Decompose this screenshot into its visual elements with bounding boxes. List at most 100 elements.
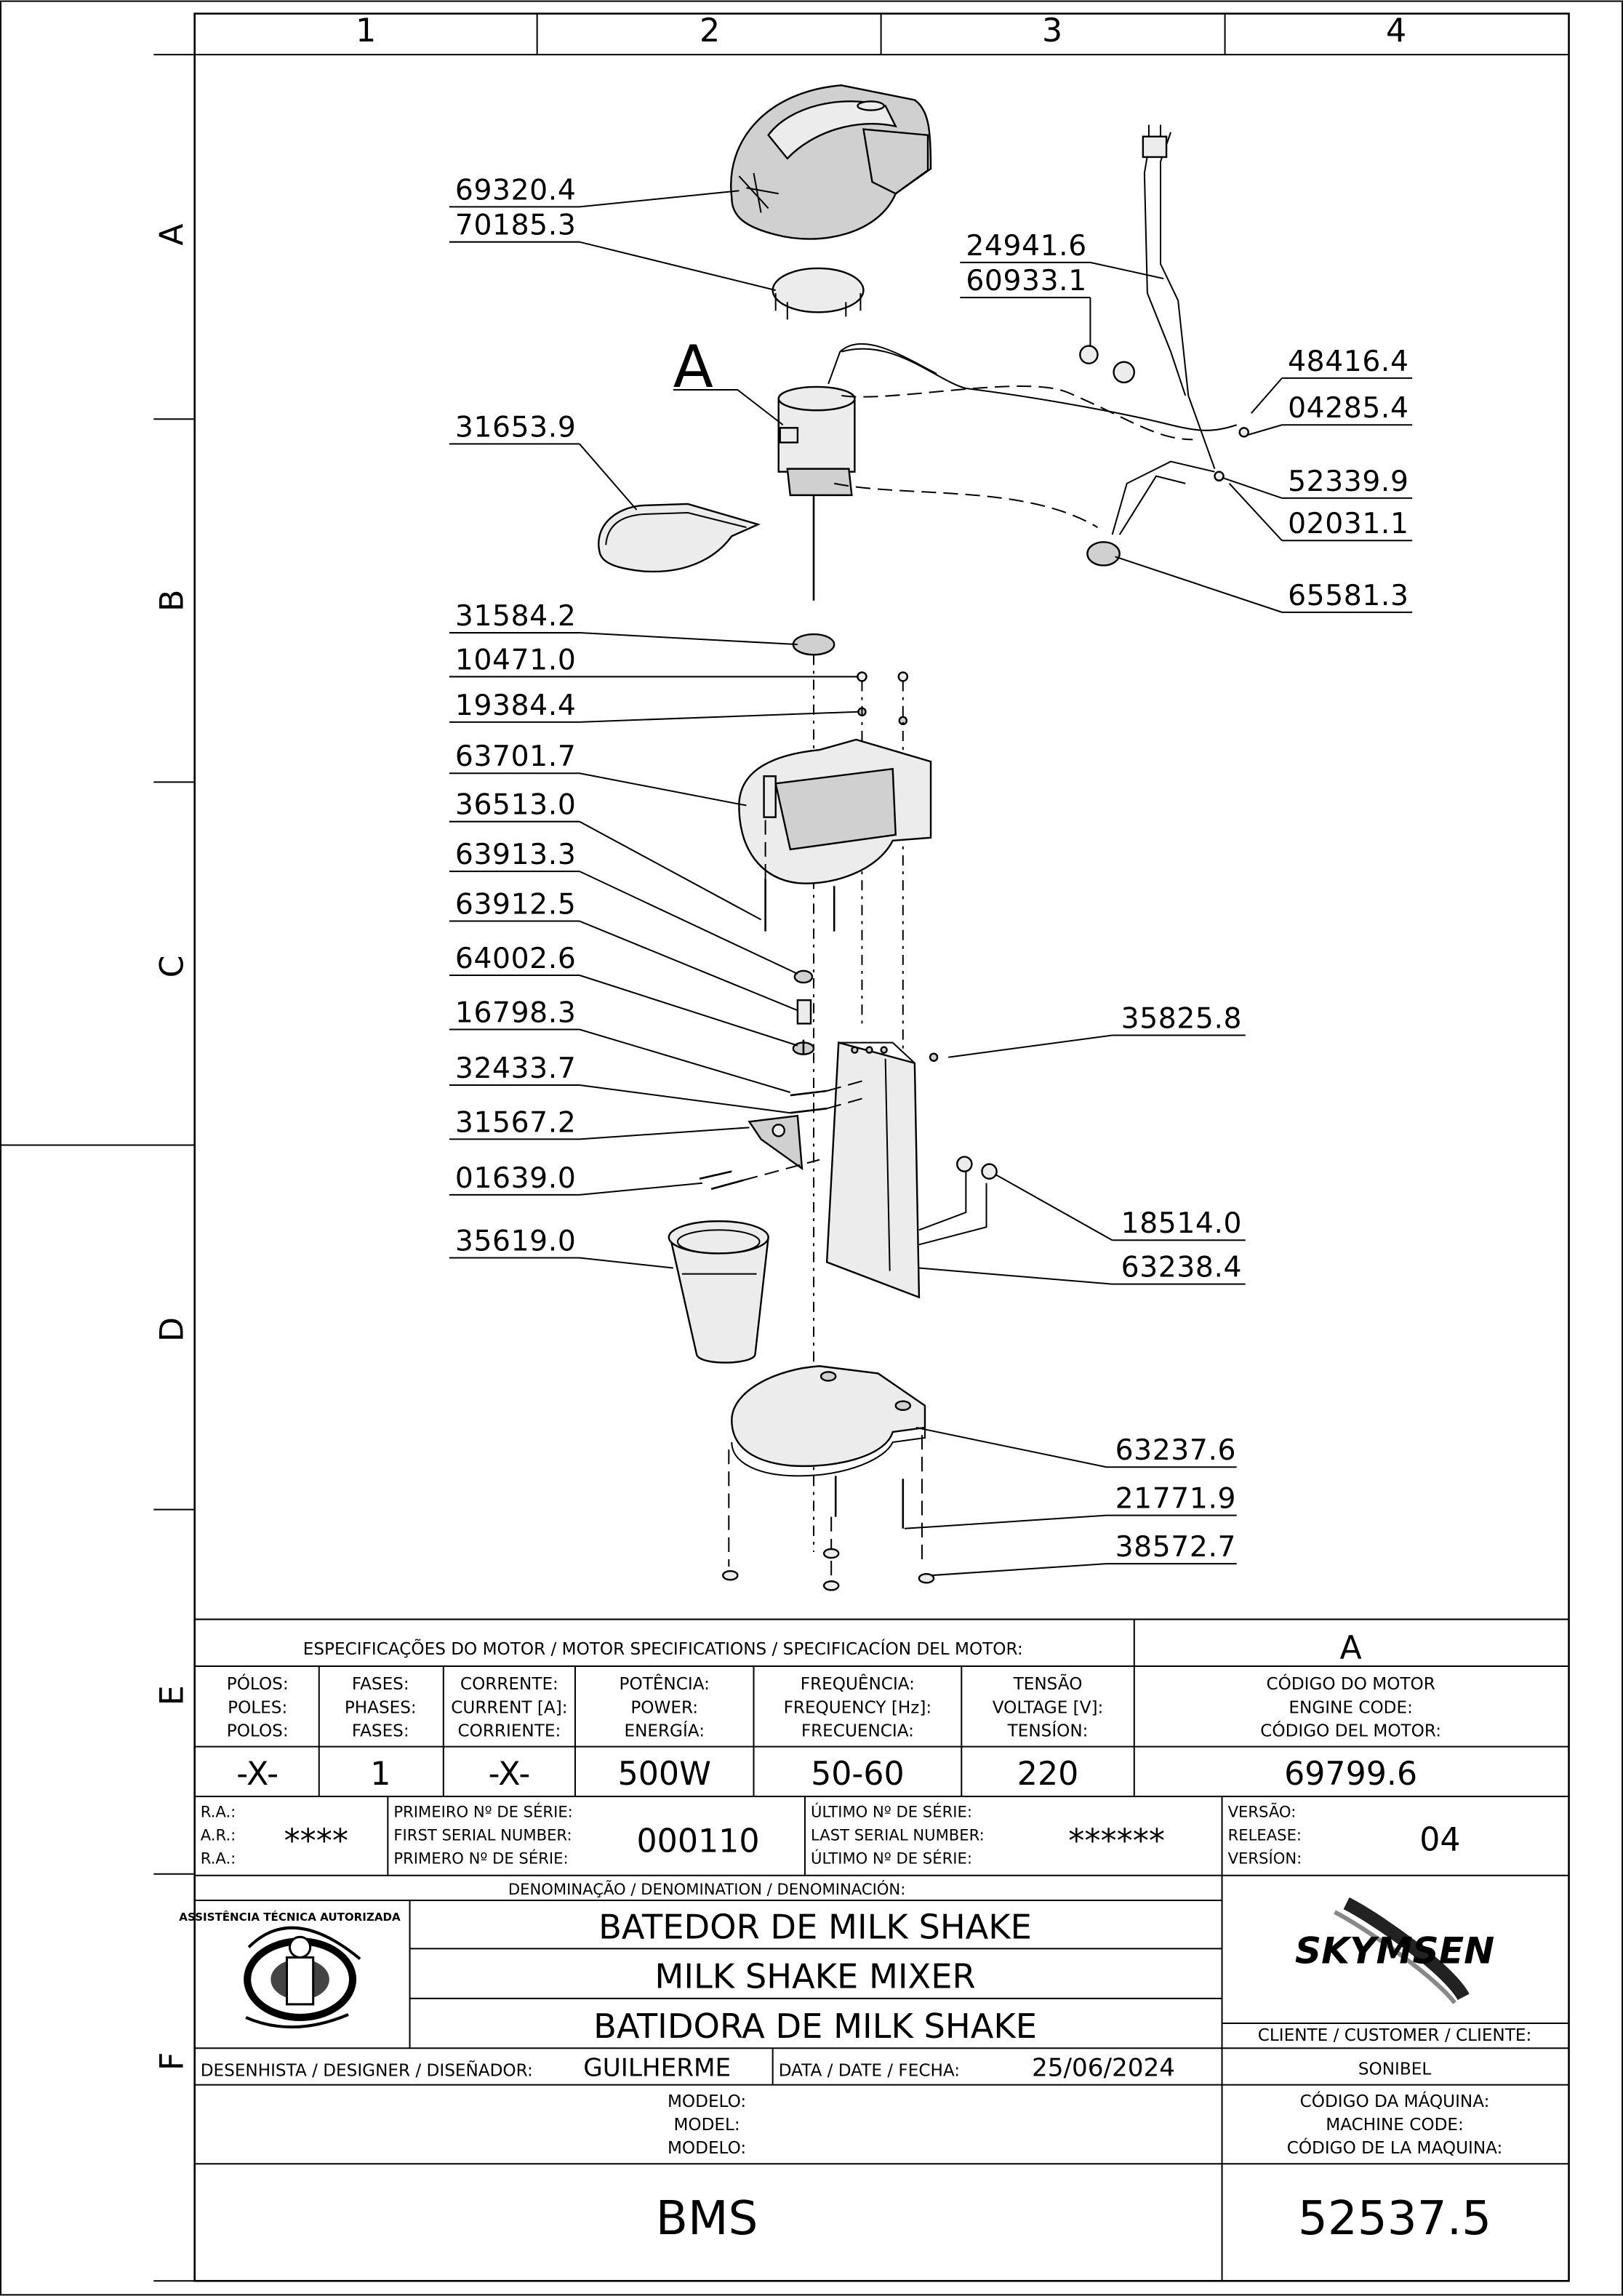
- spec-header-engine-code: ENGINE CODE:: [1289, 1698, 1412, 1717]
- cup-holder: [748, 1114, 804, 1171]
- model-label: MODELO:: [668, 2139, 746, 2158]
- spec-value-current: -X-: [488, 1756, 530, 1793]
- switch-knob: [1079, 345, 1135, 384]
- version-label: VERSÃO:: [1228, 1801, 1297, 1820]
- part-label: 35619.0: [455, 1225, 576, 1257]
- brand-logo: SKYMSEN: [1295, 1897, 1494, 2004]
- power-plug: [1142, 124, 1168, 159]
- machine-code-label: MACHINE CODE:: [1326, 2116, 1464, 2135]
- part-label: 69320.4: [455, 174, 576, 207]
- part-label: 63913.3: [455, 839, 576, 871]
- part-label: 02031.1: [1288, 508, 1408, 540]
- part-label: 31567.2: [455, 1106, 576, 1139]
- spec-header-phases: PHASES:: [345, 1698, 417, 1717]
- last-serial-value: ******: [1068, 1823, 1165, 1860]
- spec-header-current: CURRENT [A]:: [451, 1698, 567, 1717]
- first-serial-value: 000110: [637, 1823, 760, 1860]
- spec-header-phases: FASES:: [352, 1675, 409, 1694]
- model-label: MODELO:: [668, 2092, 746, 2111]
- spec-header-power: ENERGÍA:: [624, 1721, 705, 1741]
- spec-value-poles: -X-: [236, 1756, 278, 1793]
- title-block: ESPECIFICAÇÕES DO MOTOR / MOTOR SPECIFIC…: [179, 1618, 1569, 2281]
- splash-guard: [598, 503, 761, 573]
- spec-header-voltage: TENSÍON:: [1007, 1721, 1089, 1741]
- part-label: 10471.0: [455, 644, 576, 676]
- part-label: 63912.5: [455, 888, 576, 921]
- part-label: 01639.0: [455, 1162, 576, 1195]
- grid-row-label: F: [154, 2052, 191, 2071]
- microswitch: [1086, 427, 1249, 567]
- top-cover: [730, 84, 932, 240]
- part-labels: 69320.4 70185.3 31653.9 31584.2 10471.0 …: [449, 174, 1413, 1577]
- part-label: 35825.8: [1121, 1002, 1242, 1035]
- first-serial-label: PRIMEIRO Nº DE SÉRIE:: [393, 1802, 572, 1820]
- machine-code-label: CÓDIGO DA MÁQUINA:: [1300, 2091, 1490, 2111]
- model-value: BMS: [656, 2191, 758, 2246]
- spec-value-phases: 1: [370, 1756, 390, 1793]
- spec-header-poles: PÓLOS:: [227, 1673, 289, 1694]
- denomination-header: DENOMINAÇÃO / DENOMINATION / DENOMINACIÓ…: [508, 1879, 906, 1898]
- spec-header-current: CORRENTE:: [460, 1675, 558, 1694]
- authorized-service-seal: ASSISTÊNCIA TÉCNICA AUTORIZADA: [179, 1910, 401, 2029]
- version-value: 04: [1419, 1822, 1460, 1859]
- denomination-es: BATIDORA DE MILK SHAKE: [593, 2007, 1037, 2046]
- part-label: 63238.4: [1121, 1252, 1242, 1284]
- grid-row-label: A: [154, 223, 191, 245]
- grid-row-label: E: [154, 1685, 191, 1705]
- spec-header-frequency: FREQUENCY [Hz]:: [784, 1698, 932, 1717]
- machine-code-label: CÓDIGO DE LA MAQUINA:: [1287, 2137, 1503, 2158]
- spec-value-power: 500W: [618, 1756, 711, 1793]
- model-label: MODEL:: [673, 2116, 740, 2135]
- column: [825, 1041, 998, 1299]
- motor-spec-title: ESPECIFICAÇÕES DO MOTOR / MOTOR SPECIFIC…: [303, 1638, 1023, 1659]
- ra-label: A.R.:: [201, 1825, 236, 1844]
- first-serial-label: PRIMERO Nº DE SÉRIE:: [393, 1849, 568, 1868]
- ra-label: R.A.:: [201, 1802, 236, 1820]
- motor-spec-letter: A: [1340, 1630, 1362, 1667]
- last-serial-label: LAST SERIAL NUMBER:: [811, 1825, 985, 1844]
- part-label: 60933.1: [966, 265, 1086, 297]
- part-label: 70185.3: [455, 209, 576, 242]
- designer-value: GUILHERME: [583, 2054, 731, 2083]
- spec-value-frequency: 50-60: [811, 1756, 905, 1793]
- head-housing: [738, 738, 932, 884]
- spec-header-current: CORRIENTE:: [458, 1722, 561, 1741]
- spec-header-engine-code: CÓDIGO DEL MOTOR:: [1260, 1721, 1441, 1741]
- ra-label: R.A.:: [201, 1849, 236, 1868]
- part-label: 64002.6: [455, 943, 576, 975]
- part-label: 31653.9: [455, 411, 576, 444]
- cup: [668, 1220, 769, 1364]
- version-label: RELEASE:: [1228, 1825, 1302, 1844]
- spec-header-engine-code: CÓDIGO DO MOTOR: [1266, 1673, 1435, 1694]
- spec-header-voltage: VOLTAGE [V]:: [993, 1698, 1104, 1717]
- part-label: 31584.2: [455, 600, 576, 633]
- part-label: 36513.0: [455, 789, 576, 822]
- motor: [777, 343, 937, 601]
- designer-label: DESENHISTA / DESIGNER / DISEÑADOR:: [201, 2060, 533, 2081]
- part-label: 32433.7: [455, 1052, 576, 1085]
- part-label: 65581.3: [1288, 580, 1408, 612]
- grid-row-label: B: [154, 590, 191, 612]
- spec-header-voltage: TENSÃO: [1013, 1673, 1083, 1694]
- version-label: VERSÍON:: [1228, 1849, 1302, 1868]
- grid-column-label: 1: [356, 12, 376, 49]
- date-label: DATA / DATE / FECHA:: [779, 2062, 960, 2081]
- grid-column-label: 3: [1042, 12, 1062, 49]
- base-plate: [731, 1365, 926, 1477]
- spec-value-voltage: 220: [1017, 1756, 1079, 1793]
- last-serial-label: ÚLTIMO Nº DE SÉRIE:: [811, 1849, 972, 1868]
- part-label: 63237.6: [1115, 1434, 1236, 1467]
- part-label: 48416.4: [1288, 345, 1408, 378]
- part-label: 18514.0: [1121, 1207, 1242, 1240]
- part-label: 19384.4: [455, 689, 576, 722]
- washer-bushings: [792, 969, 815, 1055]
- part-label: 38572.7: [1115, 1531, 1236, 1564]
- grid-row-label: C: [154, 955, 191, 977]
- denomination-en: MILK SHAKE MIXER: [654, 1957, 975, 1996]
- spec-header-frequency: FRECUENCIA:: [801, 1722, 914, 1741]
- part-label: 24941.6: [966, 230, 1086, 263]
- part-label: 52339.9: [1288, 465, 1408, 498]
- spec-header-frequency: FREQUÊNCIA:: [801, 1673, 915, 1694]
- grid-column-label: 2: [700, 12, 720, 49]
